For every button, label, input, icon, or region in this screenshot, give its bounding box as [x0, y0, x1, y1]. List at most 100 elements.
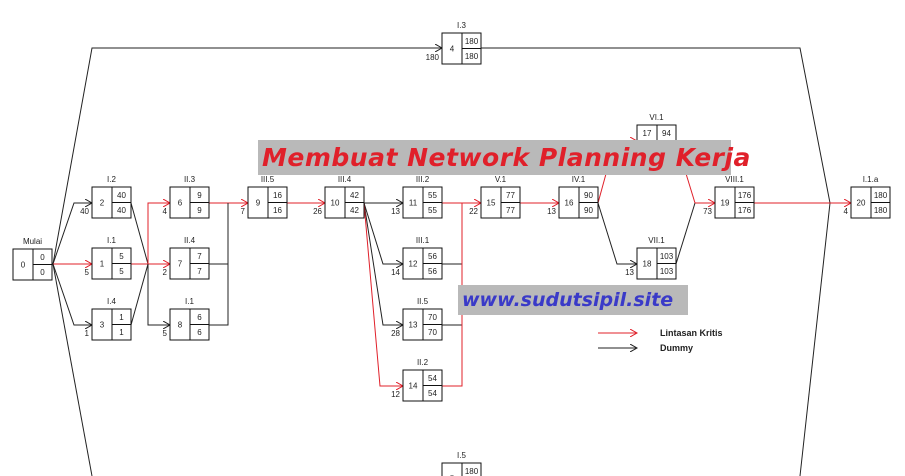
edge-8-merge: [209, 264, 229, 326]
node-latest-time: 103: [660, 267, 674, 276]
edge-to-8: [147, 264, 170, 325]
edge-10-to-14: [363, 202, 403, 386]
edges-layer: [52, 48, 851, 476]
node-latest-time: 54: [428, 389, 437, 398]
legend-critical-label: Lintasan Kritis: [660, 328, 723, 338]
node-activity-label: I.1.a: [863, 175, 879, 184]
node-earliest-time: 5: [119, 252, 124, 261]
node-earliest-time: 94: [662, 129, 671, 138]
edge-to-6: [147, 203, 170, 264]
node-earliest-time: 16: [273, 191, 282, 200]
node-number: 20: [857, 199, 866, 208]
node-earliest-time: 54: [428, 374, 437, 383]
node-number: 7: [178, 260, 183, 269]
node-earliest-time: 9: [197, 191, 202, 200]
node-earliest-time: 180: [465, 467, 479, 476]
node-latest-time: 180: [465, 52, 479, 61]
duration-label: 28: [391, 329, 400, 338]
nodes-layer: Mulai000I.1155I.224040I.4311I.34180180I.…: [12, 21, 891, 476]
node-activity-label: III.2: [416, 175, 430, 184]
node-earliest-time: 7: [197, 252, 202, 261]
node-activity-label: VI.1: [649, 113, 664, 122]
node-number: 15: [487, 199, 496, 208]
node-latest-time: 7: [197, 267, 202, 276]
node-earliest-time: 180: [874, 191, 888, 200]
node-18: VII.1 18 103 103: [636, 236, 677, 280]
node-number: 9: [256, 199, 261, 208]
node-number: 11: [409, 199, 418, 208]
node-number: 4: [450, 45, 455, 54]
edge-16-to-18: [597, 202, 637, 264]
duration-label: 13: [547, 207, 556, 216]
duration-label: 7: [241, 207, 246, 216]
node-activity-label: II.4: [184, 236, 196, 245]
node-activity-label: I.4: [107, 297, 116, 306]
node-number: 17: [643, 129, 652, 138]
node-latest-time: 9: [197, 206, 202, 215]
duration-label: 13: [391, 207, 400, 216]
node-number: 8: [178, 321, 183, 330]
edge-start-to-3: [52, 263, 92, 325]
duration-label: 12: [391, 390, 400, 399]
duration-label: 14: [391, 268, 400, 277]
node-number: 0: [21, 261, 26, 270]
duration-label: 13: [625, 268, 634, 277]
duration-label: 73: [703, 207, 712, 216]
duration-label: 180: [426, 53, 440, 62]
node-activity-label: I.5: [457, 451, 466, 460]
node-5: I.5 5 180: [441, 451, 482, 476]
node-number: 12: [409, 260, 418, 269]
node-earliest-time: 70: [428, 313, 437, 322]
node-earliest-time: 103: [660, 252, 674, 261]
node-latest-time: 77: [506, 206, 515, 215]
duration-label: 40: [80, 207, 89, 216]
node-earliest-time: 0: [40, 253, 45, 262]
legend: [598, 333, 637, 348]
node-activity-label: II.5: [417, 297, 429, 306]
node-latest-time: 40: [117, 206, 126, 215]
duration-label: 5: [85, 268, 90, 277]
node-latest-time: 6: [197, 328, 202, 337]
node-activity-label: VII.1: [648, 236, 665, 245]
edge-14-merge: [442, 203, 463, 387]
node-latest-time: 1: [119, 328, 124, 337]
node-activity-label: V.1: [495, 175, 507, 184]
edge-10-to-13: [363, 202, 403, 325]
node-earliest-time: 6: [197, 313, 202, 322]
node-latest-time: 0: [40, 268, 45, 277]
node-number: 3: [100, 321, 105, 330]
edge-2-to-junction: [130, 202, 149, 265]
node-activity-label: VIII.1: [725, 175, 744, 184]
duration-label: 2: [163, 268, 168, 277]
node-number: 19: [721, 199, 730, 208]
node-number: 13: [409, 321, 418, 330]
title-banner: Membuat Network Planning Kerja: [258, 140, 750, 175]
node-earliest-time: 55: [428, 191, 437, 200]
node-latest-time: 5: [119, 267, 124, 276]
node-number: 2: [100, 199, 105, 208]
node-earliest-time: 42: [350, 191, 359, 200]
node-activity-label: III.5: [261, 175, 275, 184]
node-number: 5: [450, 475, 455, 476]
node-earliest-time: 40: [117, 191, 126, 200]
watermark-url: www.sudutsipil.site: [458, 285, 688, 315]
duration-label: 22: [469, 207, 478, 216]
node-latest-time: 56: [428, 267, 437, 276]
node-number: 14: [409, 382, 418, 391]
node-number: 18: [643, 260, 652, 269]
node-earliest-time: 90: [584, 191, 593, 200]
duration-label: 4: [163, 207, 168, 216]
